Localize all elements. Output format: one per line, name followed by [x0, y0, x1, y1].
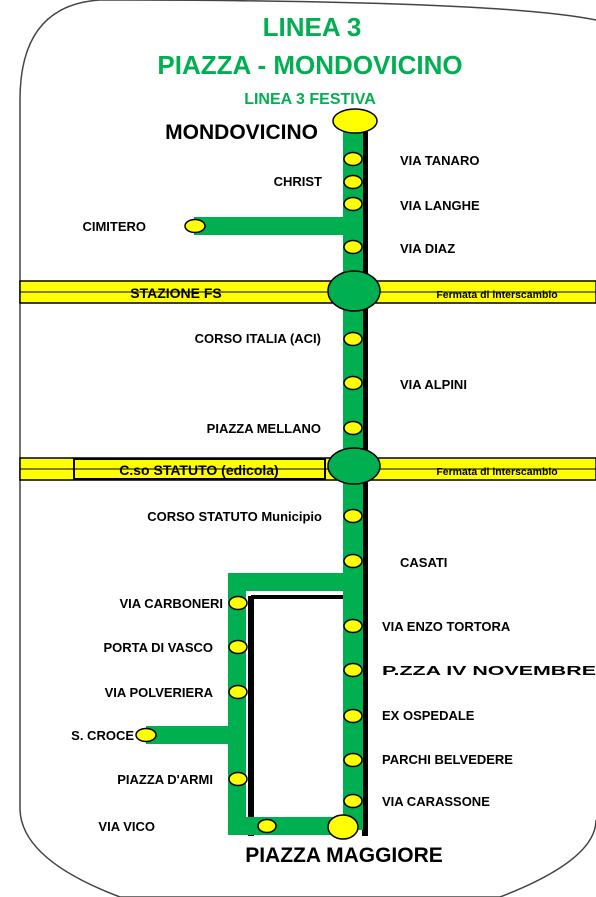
stop-label: VIA DIAZ: [400, 241, 455, 256]
stop-label: VIA LANGHE: [400, 198, 480, 213]
stop-marker: [257, 818, 277, 834]
interchange-note: Fermata di interscambio: [436, 289, 557, 301]
stop-marker: [343, 331, 363, 347]
interchange-label: C.so STATUTO (edicola): [119, 462, 278, 478]
route-loop-line: [228, 573, 353, 835]
stop-label: CHRIST: [274, 174, 322, 189]
stop-label: CORSO ITALIA (ACI): [195, 331, 321, 346]
line-subtitle: PIAZZA - MONDOVICINO: [157, 50, 462, 80]
map-frame: [19, 0, 596, 897]
stop-marker: [343, 239, 363, 255]
interchange-node: [327, 447, 381, 485]
stop-label: VIA CARBONERI: [119, 596, 223, 611]
terminal-label-start: MONDOVICINO: [165, 121, 318, 144]
stop-label: PIAZZA MELLANO: [207, 421, 321, 436]
stop-marker: [228, 684, 248, 700]
interchange-note: Fermata di interscambio: [436, 466, 557, 478]
stop-label: PORTA DI VASCO: [103, 640, 213, 655]
interchange-label-box: [73, 458, 326, 480]
stop-label: VIA ALPINI: [400, 377, 467, 392]
stop-label: VIA POLVERIERA: [105, 685, 214, 700]
stop-label: VIA ENZO TORTORA: [382, 619, 511, 634]
interchange-node: [327, 270, 381, 312]
stop-label: PIAZZA D'ARMI: [117, 772, 213, 787]
service-label: LINEA 3 FESTIVA: [244, 91, 376, 108]
stop-marker: [228, 771, 248, 787]
stop-marker: [343, 793, 363, 809]
stop-marker: [343, 618, 363, 634]
stop-label: CASATI: [400, 555, 447, 570]
stop-label: PARCHI BELVEDERE: [382, 752, 513, 767]
stop-marker: [343, 196, 363, 212]
stop-marker: [343, 420, 363, 436]
terminal-node-piazza-maggiore: [327, 814, 359, 840]
stop-marker: [184, 218, 206, 234]
stop-marker: [343, 662, 363, 678]
stop-marker: [343, 553, 363, 569]
stop-label: CORSO STATUTO Municipio: [147, 509, 322, 524]
stop-marker: [343, 708, 363, 724]
terminal-node-mondovicino: [332, 108, 378, 134]
line-title: LINEA 3: [263, 12, 362, 42]
stop-label: VIA CARASSONE: [382, 794, 490, 809]
stop-marker: [343, 508, 363, 524]
stop-marker: [343, 375, 363, 391]
stop-label: VIA TANARO: [400, 153, 479, 168]
stop-marker: [228, 639, 248, 655]
stop-label: CIMITERO: [82, 219, 146, 234]
stop-label: VIA VICO: [98, 819, 155, 834]
stop-marker: [343, 151, 363, 167]
stop-marker: [135, 727, 157, 743]
interchange-label: STAZIONE FS: [130, 285, 222, 301]
stop-marker: [343, 752, 363, 768]
stop-marker: [343, 174, 363, 190]
stop-label: P.ZZA IV NOVEMBRE: [382, 663, 596, 678]
terminal-label-end: PIAZZA MAGGIORE: [245, 844, 443, 867]
stop-marker: [228, 595, 248, 611]
stop-label: S. CROCE: [71, 728, 134, 743]
stop-label: EX OSPEDALE: [382, 708, 475, 723]
